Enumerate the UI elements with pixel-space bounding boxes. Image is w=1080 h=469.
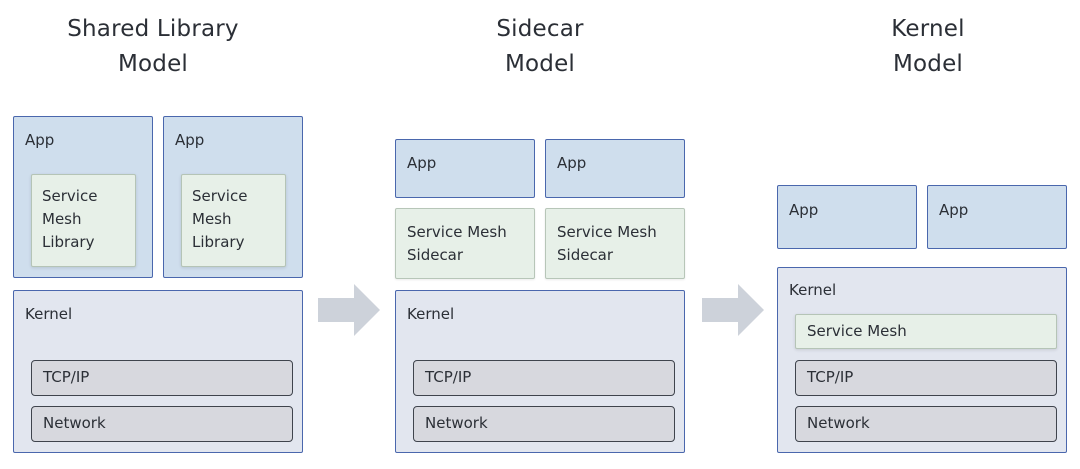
network-layer: Network xyxy=(31,406,293,442)
tcpip-label: TCP/IP xyxy=(43,368,90,386)
right-arrow-icon xyxy=(318,284,380,336)
tcpip-layer: TCP/IP xyxy=(31,360,293,396)
tcpip-label: TCP/IP xyxy=(807,368,854,386)
network-label: Network xyxy=(807,414,870,432)
tcpip-layer: TCP/IP xyxy=(795,360,1057,396)
kernel-label: Kernel xyxy=(25,305,73,323)
service-mesh-layer: Service Mesh xyxy=(795,314,1057,349)
app-label: App xyxy=(407,154,437,172)
kernel-model-title: Kernel Model xyxy=(891,16,965,77)
service-mesh-library-label: Service Mesh Library xyxy=(42,187,98,251)
app-label: App xyxy=(557,154,587,172)
network-label: Network xyxy=(43,414,106,432)
network-layer: Network xyxy=(413,406,675,442)
app-label: App xyxy=(175,131,205,149)
kernel-box: Kernel TCP/IP Network xyxy=(395,290,685,453)
right-arrow-icon xyxy=(702,284,764,336)
kernel-label: Kernel xyxy=(789,281,837,299)
network-layer: Network xyxy=(795,406,1057,442)
service-mesh-library-label: Service Mesh Library xyxy=(192,187,248,251)
tcpip-layer: TCP/IP xyxy=(413,360,675,396)
app-box: App xyxy=(545,139,685,198)
service-mesh-sidecar: Service Mesh Sidecar xyxy=(545,208,685,279)
app-box: App xyxy=(927,185,1067,249)
service-mesh-label: Service Mesh xyxy=(807,322,907,340)
kernel-box: Kernel TCP/IP Network xyxy=(13,290,303,453)
service-mesh-sidecar-label: Service Mesh Sidecar xyxy=(557,223,657,264)
app-box: App Service Mesh Library xyxy=(163,116,303,278)
service-mesh-sidecar: Service Mesh Sidecar xyxy=(395,208,535,279)
kernel-box: Kernel Service Mesh TCP/IP Network xyxy=(777,267,1067,453)
app-label: App xyxy=(25,131,55,149)
tcpip-label: TCP/IP xyxy=(425,368,472,386)
service-mesh-library: Service Mesh Library xyxy=(31,174,136,267)
app-label: App xyxy=(939,201,969,219)
service-mesh-library: Service Mesh Library xyxy=(181,174,286,267)
kernel-label: Kernel xyxy=(407,305,455,323)
shared-library-model-title: Shared Library Model xyxy=(67,16,239,77)
app-box: App xyxy=(395,139,535,198)
network-label: Network xyxy=(425,414,488,432)
app-label: App xyxy=(789,201,819,219)
app-box: App Service Mesh Library xyxy=(13,116,153,278)
sidecar-model-title: Sidecar Model xyxy=(496,16,584,77)
service-mesh-sidecar-label: Service Mesh Sidecar xyxy=(407,223,507,264)
app-box: App xyxy=(777,185,917,249)
